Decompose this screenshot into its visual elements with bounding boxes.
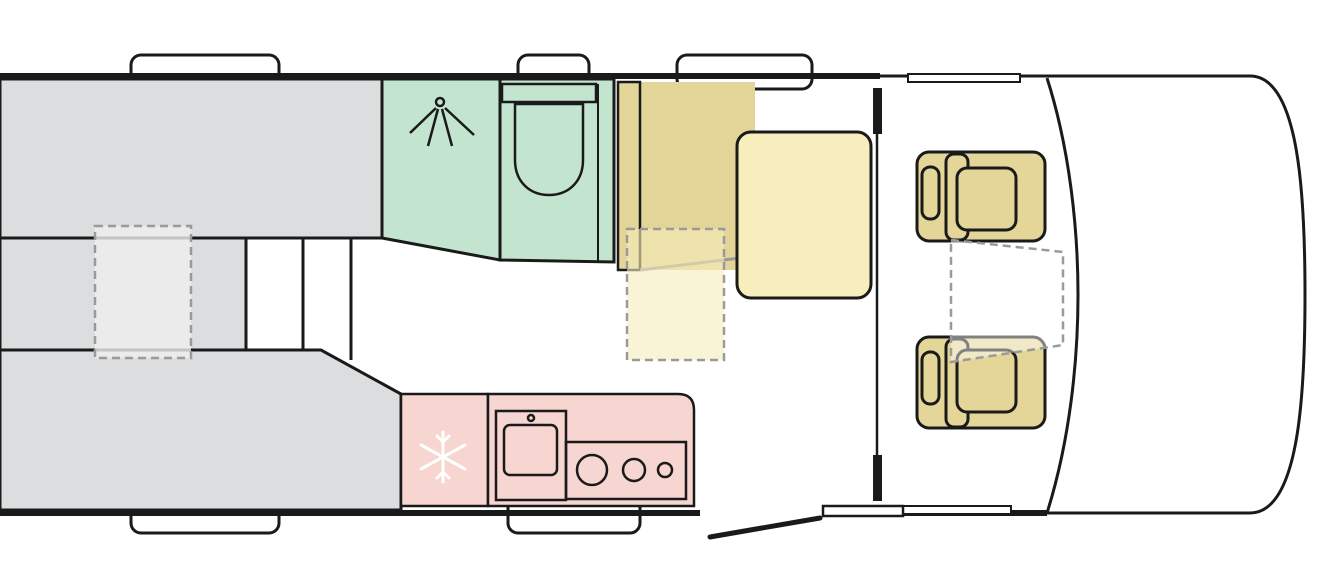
dinette-table <box>735 130 873 300</box>
window-cab-bottom <box>902 505 1012 515</box>
sink-and-hob-icon <box>494 409 688 502</box>
door-frame-step <box>821 504 905 518</box>
cab-seat-passenger <box>915 150 1047 243</box>
hob-icon <box>564 440 688 501</box>
windscreen-line <box>1045 77 1080 514</box>
rear-bed <box>0 77 403 512</box>
washroom-toilet <box>498 77 616 264</box>
window-cab-top <box>907 73 1021 83</box>
cab-divider-top-post <box>873 88 882 134</box>
rear-bed-lower <box>0 348 403 512</box>
cab-seat-driver <box>915 335 1047 430</box>
bed-extension-outline <box>93 224 193 360</box>
toilet-icon <box>500 82 598 197</box>
rear-bed-upper <box>0 77 384 240</box>
cab-outline <box>876 74 1307 515</box>
cab-divider-bottom-post <box>873 455 882 501</box>
snowflake-icon <box>419 430 467 484</box>
habitation-door <box>707 515 823 540</box>
table-extension-outline <box>625 227 726 362</box>
swivel-seat-outline <box>949 238 1065 364</box>
shower-icon <box>409 96 475 147</box>
aisle-steps <box>301 238 353 360</box>
